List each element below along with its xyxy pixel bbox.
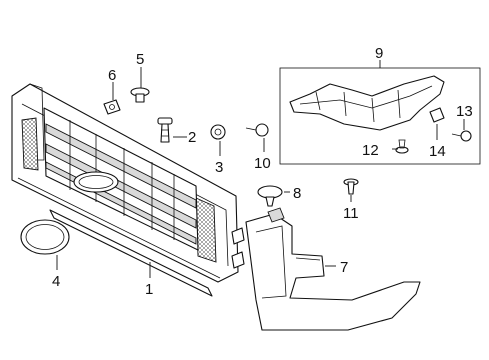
callout-3: 3 xyxy=(215,159,223,176)
reinforcement-group-box xyxy=(279,67,481,165)
push-clip-fastener xyxy=(257,185,283,207)
callout-10: 10 xyxy=(254,155,271,172)
bolt-fastener xyxy=(245,123,269,137)
callout-14: 14 xyxy=(429,143,446,160)
callout-6: 6 xyxy=(108,67,116,84)
callout-5: 5 xyxy=(136,51,144,68)
push-pin-fastener xyxy=(157,117,173,143)
callout-9: 9 xyxy=(375,45,383,62)
lower-valance-bracket xyxy=(245,207,421,331)
callout-1: 1 xyxy=(145,281,153,298)
nut-fastener xyxy=(210,124,226,140)
callout-8: 8 xyxy=(293,185,301,202)
clip-nut-fastener xyxy=(103,99,121,115)
screw-fastener xyxy=(130,87,150,103)
callout-4: 4 xyxy=(52,273,60,290)
callout-labels: 1 2 3 4 5 6 7 8 9 10 11 12 13 14 xyxy=(52,45,473,298)
emblem-ring xyxy=(20,219,70,255)
screw-fastener-lower xyxy=(343,178,359,195)
callout-13: 13 xyxy=(456,103,473,120)
callout-12: 12 xyxy=(362,142,379,159)
callout-2: 2 xyxy=(188,129,196,146)
grille-assembly xyxy=(11,83,245,297)
callout-11: 11 xyxy=(343,205,359,222)
leader-lines xyxy=(56,60,465,278)
callout-7: 7 xyxy=(340,259,348,276)
